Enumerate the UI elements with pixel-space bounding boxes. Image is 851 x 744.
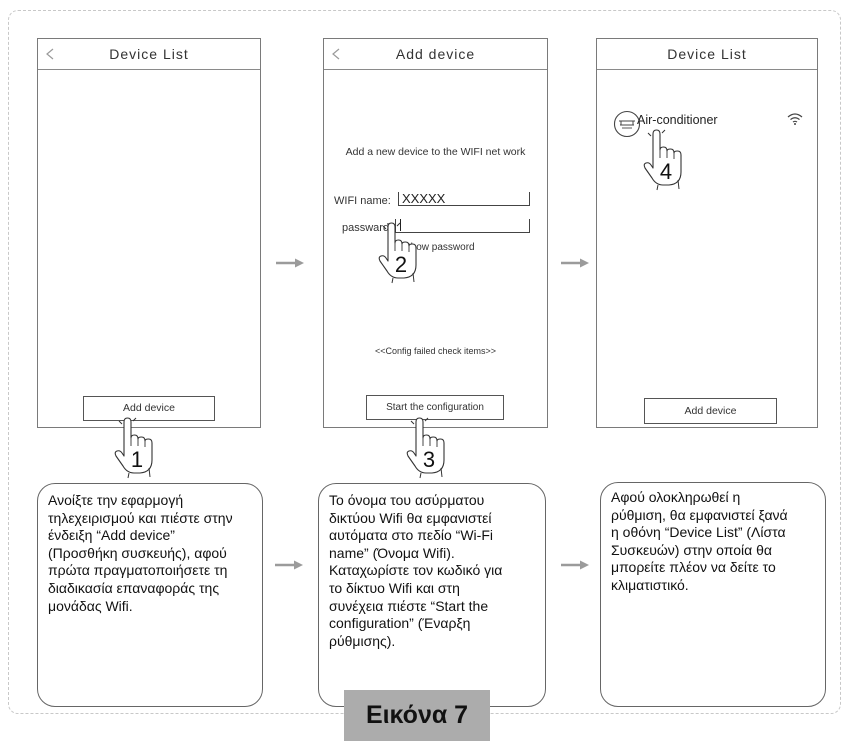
wifi-signal-icon (787, 113, 803, 125)
instruction-line: πρώτα πραγματοποιήσετε τη (48, 562, 228, 579)
device-name: Air-conditioner (637, 113, 718, 127)
instruction-line: κλιματιστικό. (611, 576, 689, 593)
title-bar: Device List (38, 39, 260, 70)
device-list-item: Air-conditioner (601, 105, 813, 141)
instruction-line: Καταχωρίστε τον κωδικό για (329, 562, 503, 579)
screen-title: Add device (395, 46, 476, 62)
step-number: 3 (423, 447, 435, 472)
instruction-line: το δίκτυο Wifi και στη (329, 579, 460, 596)
wifi-name-value: XXXXX (402, 191, 446, 206)
figure-caption: Εικόνα 7 (344, 690, 490, 741)
instruction-line: Συσκευών) στην οποία θα (611, 541, 772, 558)
add-device-button: Add device (644, 398, 777, 424)
instruction-line: ρύθμιση, θα εμφανιστεί ξανά (611, 506, 788, 523)
arrow-right-icon (274, 257, 306, 269)
instruction-line: μονάδας Wifi. (48, 597, 133, 614)
screen-title: Device List (109, 46, 189, 62)
screen-title: Device List (667, 46, 747, 62)
show-password-label: Show password (404, 242, 475, 253)
title-bar: Device List (597, 39, 817, 70)
start-configuration-button: Start the configuration (366, 395, 504, 420)
tap-hand-icon: 3 (406, 417, 445, 479)
instruction-line: configuration” (Έναρξη (329, 615, 471, 632)
phone-screen-device-list: Device List Add device (37, 38, 261, 428)
arrow-right-icon (559, 257, 591, 269)
wifi-name-label: WIFI name: (334, 195, 391, 207)
phone-screen-add-device: Add device Add a new device to the WIFI … (323, 38, 548, 428)
arrow-right-icon (273, 559, 305, 571)
step-number: 1 (131, 447, 143, 472)
instruction-line: name” (Όνομα Wifi). (329, 544, 455, 561)
add-device-button: Add device (83, 396, 215, 421)
instruction-box-step-1: Ανοίξτε την εφαρμογή τηλεχειρισμού και π… (37, 483, 263, 707)
title-bar: Add device (324, 39, 547, 70)
instruction-line: Ανοίξτε την εφαρμογή (48, 492, 184, 508)
instruction-line: ένδειξη “Add device” (48, 527, 175, 544)
text-cursor (400, 219, 401, 231)
instruction-line: μπορείτε πλέον να δείτε το (611, 559, 776, 576)
instruction-line: συνέχεια πιέστε “Start the (329, 597, 489, 614)
air-conditioner-icon (613, 110, 641, 138)
password-label: passward: (342, 222, 393, 234)
instruction-line: διαδικασία επαναφοράς της (48, 579, 220, 596)
tap-hand-icon: 1 (114, 417, 153, 479)
instruction-line: δικτύου Wifi θα εμφανιστεί (329, 509, 492, 526)
instruction-line: Το όνομα του ασύρματου (329, 492, 485, 508)
tap-hand-icon: 4 (643, 129, 682, 191)
instruction-line: η οθόνη “Device List” (Λίστα (611, 524, 786, 541)
tap-hand-icon: 2 (378, 222, 417, 284)
instruction-box-step-2: Το όνομα του ασύρματου δικτύου Wifi θα ε… (318, 483, 546, 707)
config-failed-link: <<Config failed check items>> (374, 346, 497, 356)
instruction-line: αυτόματα στο πεδίο “Wi-Fi (329, 527, 493, 544)
add-device-intro-text: Add a new device to the WIFI net work (345, 146, 526, 158)
password-field (395, 219, 530, 233)
instruction-line: τηλεχειρισμού και πιέστε στην (48, 509, 233, 526)
step-number: 2 (395, 252, 407, 277)
wifi-name-field: XXXXX (398, 191, 530, 206)
instruction-box-step-3: Αφού ολοκληρωθεί η ρύθμιση, θα εμφανιστε… (600, 482, 826, 707)
arrow-right-icon (559, 559, 591, 571)
phone-screen-device-list-result: Device List Air-conditioner Add device (596, 38, 818, 428)
instruction-line: (Προσθήκη συσκευής), αφού (48, 544, 227, 561)
instruction-line: Αφού ολοκληρωθεί η (611, 489, 741, 505)
step-number: 4 (660, 159, 672, 184)
instruction-line: ρύθμισης). (329, 632, 396, 649)
